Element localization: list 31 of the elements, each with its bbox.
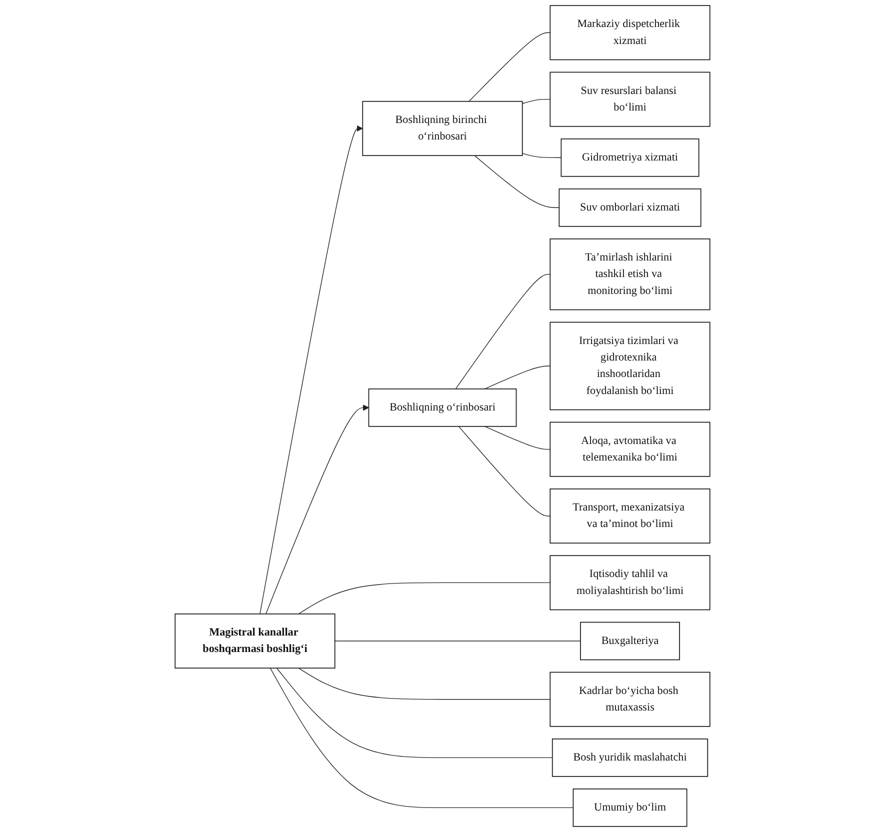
connector: [522, 98, 550, 104]
arrow: [260, 125, 363, 614]
connector: [474, 155, 560, 208]
node-box: Markaziy dispetcherlik xizmati: [550, 5, 710, 60]
connector: [298, 668, 550, 700]
connector: [298, 582, 550, 614]
node-box: Transport, mexanizatsiya va ta’minot bo‘limi: [550, 488, 710, 544]
node-box: Umumiy bo‘lim: [572, 788, 688, 827]
node-box: Boshliqning o‘rinbosari: [368, 388, 517, 427]
node-box: Suv resurslari balansi bo‘limi: [550, 72, 710, 127]
node-box: Bosh yuridik maslahatchi: [552, 738, 708, 777]
node-box: Gidrometriya xizmati: [560, 138, 700, 177]
node-box: Magistral kanallar boshqarmasi boshlig‘i: [174, 613, 336, 669]
connector: [270, 668, 574, 808]
node-box: Kadrlar bo‘yicha bosh mutaxassis: [550, 672, 710, 727]
connector: [458, 426, 550, 516]
node-box: Buxgalteriya: [580, 622, 680, 660]
connector: [455, 274, 550, 390]
node-box: Irrigatsiya tizimlari va gidrotexnika inshootlaridan foydalanish bo‘limi: [550, 322, 710, 410]
connector: [522, 152, 562, 158]
node-box: Aloqa, avtomatika va telemexanika bo‘limi: [550, 422, 710, 477]
node-box: Suv omborlari xizmati: [558, 188, 702, 227]
arrow: [266, 404, 369, 614]
node-box: Iqtisodiy tahlil va moliyalashtirish bo‘limi: [550, 555, 710, 610]
node-box: Boshliqning birinchi o‘rinbosari: [362, 100, 523, 156]
connector: [484, 366, 550, 390]
connector: [468, 32, 550, 102]
node-box: Ta’mirlash ishlarini tashkil etish va monitoring bo‘limi: [550, 238, 710, 310]
connector: [334, 640, 581, 642]
connector: [484, 426, 550, 450]
connector: [276, 668, 553, 758]
